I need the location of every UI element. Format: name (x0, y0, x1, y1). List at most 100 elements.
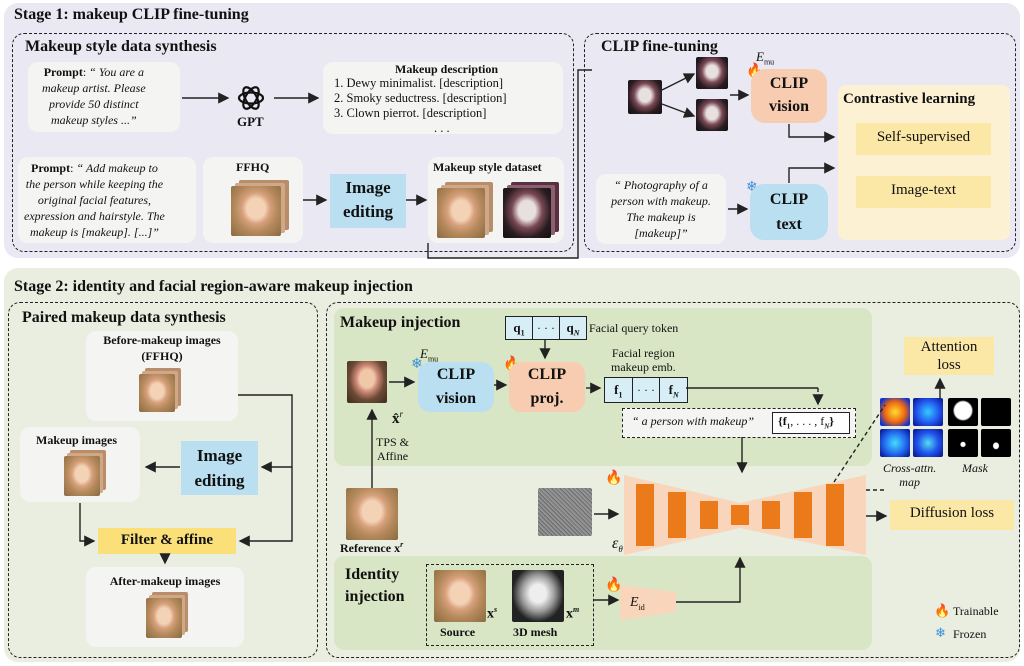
eps-sub: θ (618, 544, 623, 555)
xhat-label: x̂r (392, 409, 403, 428)
f-sub: 1 (618, 390, 623, 400)
xs-label: xs (487, 605, 497, 623)
xm-sup: m (573, 605, 580, 614)
after-label: After-makeup images (109, 574, 221, 588)
cross-attn-map-3 (880, 429, 910, 457)
after-face-image (146, 598, 182, 638)
attention-loss-line: loss (937, 357, 961, 373)
snowflake-icon: ❄ (411, 357, 423, 372)
makeup-desc-item: 1. Dewy minimalist. [description] (334, 76, 504, 90)
prompt2-line: “ Add makeup to (76, 161, 158, 175)
identity-panel (334, 556, 872, 650)
f-letter: f (614, 382, 619, 397)
stage2-clip-vision-label: CLIP vision (418, 363, 494, 411)
synthesis-title: Makeup style data synthesis (25, 38, 217, 55)
mask-1 (948, 398, 978, 426)
clip-proj-line: CLIP (527, 366, 567, 383)
makeup-images-label: Makeup images (36, 433, 117, 447)
prompt1-line: makeup artist. Please (42, 81, 146, 95)
ffhq-face-image (231, 186, 281, 236)
makeup-desc-item: 3. Clown pierrot. [description] (334, 106, 487, 120)
snowflake-icon: ❄ (746, 180, 758, 195)
stage2-clip-vision-line: vision (435, 390, 476, 407)
xm-letter: x (566, 606, 573, 622)
photo-prompt-line: The makeup is (626, 210, 696, 224)
query-token-row: q1 · · · qN (505, 316, 587, 340)
source-image (434, 570, 486, 622)
trainable-label: Trainable (953, 604, 999, 618)
f-token-dots: · · · (633, 378, 661, 402)
mask-3 (948, 429, 978, 457)
clip-text-line: CLIP (769, 191, 809, 208)
before-face-image (139, 374, 175, 412)
fire-icon: 🔥 (605, 471, 623, 486)
photo-prompt-line: person with makeup. (611, 194, 711, 208)
source-label: Source (440, 625, 476, 639)
prompt1-card (28, 62, 180, 132)
xhat-sup: r (399, 409, 404, 419)
prompt1-line: provide 50 distinct (49, 97, 139, 111)
region-emb-label: Facial region makeup emb. (611, 346, 676, 374)
emu-letter: E (756, 49, 764, 64)
paired-title: Paired makeup data synthesis (22, 309, 226, 326)
cross-attn-map-2 (913, 398, 943, 426)
f-letter: f (668, 382, 673, 397)
region-emb-line: Facial region (611, 346, 675, 360)
query-token-label: Facial query token (589, 321, 679, 335)
noise-image (538, 488, 592, 536)
clip-vision-box (751, 69, 827, 123)
image-editing-line: Image (345, 178, 391, 197)
makeup-injection-title: Makeup injection (340, 314, 461, 331)
mesh-label: 3D mesh (513, 625, 558, 639)
fire-icon: 🔥 (605, 578, 623, 593)
fset-sub: 1 (786, 422, 791, 431)
cross-attn-line: map (899, 475, 920, 489)
fire-icon: 🔥 (934, 603, 951, 618)
diffusion-loss-box (890, 500, 1014, 530)
cross-attn-line: Cross-attn. (883, 461, 937, 475)
stage2-clip-vision-line: CLIP (436, 366, 476, 383)
f-set-text: {f1, . . . , fN} (778, 414, 834, 430)
stage1-title: Stage 1: makeup CLIP fine-tuning (14, 6, 249, 23)
image-editing-label: Image editing (330, 176, 406, 224)
self-supervised-label: Self-supervised (876, 129, 971, 145)
stage2-title: Stage 2: identity and facial region-awar… (14, 278, 413, 295)
diffusion-loss-label: Diffusion loss (909, 505, 995, 521)
cross-attn-map-1 (880, 398, 910, 426)
clip-vision-label: CLIP vision (751, 72, 827, 118)
xs-letter: x (487, 606, 494, 622)
prompt2-text: Prompt: “ Add makeup to the person while… (24, 161, 165, 239)
xhat-letter: x̂ (392, 411, 400, 427)
makeup-desc-item: . . . (434, 121, 450, 135)
attention-loss-line: Attention (920, 339, 978, 355)
photo-prompt-card (596, 174, 726, 244)
photo-prompt-line: [makeup]” (634, 226, 688, 240)
fset-part: {f (778, 414, 787, 428)
f-token-row: f1 · · · fN (604, 377, 688, 403)
prompt2-line: expression and hairstyle. The (24, 209, 165, 223)
prompt1-text: Prompt: “ You are a makeup artist. Pleas… (42, 65, 146, 127)
style-goth-image (503, 188, 551, 238)
xhat-image (347, 361, 387, 403)
text-prompt: “ a person with makeup” (632, 414, 755, 428)
paired-image-editing-line: Image (196, 446, 243, 465)
clipft-aug-image-2 (696, 99, 728, 131)
image-editing-line: editing (342, 202, 394, 221)
eid-label: Eid (630, 595, 645, 612)
contrastive-title: Contrastive learning (843, 91, 976, 107)
reference-image (346, 488, 398, 540)
mask-2 (981, 398, 1011, 426)
prompt1-line: makeup styles ...” (51, 113, 137, 127)
tps-label: TPS & Affine (376, 435, 409, 463)
reference-text: Reference x (340, 541, 401, 555)
image-text-box (856, 176, 991, 208)
xs-sup: s (494, 605, 498, 614)
query-token-dots: · · · (533, 317, 560, 339)
attention-loss-label: Attention loss (904, 338, 994, 374)
tps-line: TPS & (376, 435, 410, 449)
eid-letter: E (630, 595, 639, 610)
prompt2-label: Prompt (30, 161, 71, 175)
gpt-label: GPT (237, 114, 264, 129)
reference-sup: r (400, 540, 404, 549)
image-text-label: Image-text (891, 182, 956, 198)
